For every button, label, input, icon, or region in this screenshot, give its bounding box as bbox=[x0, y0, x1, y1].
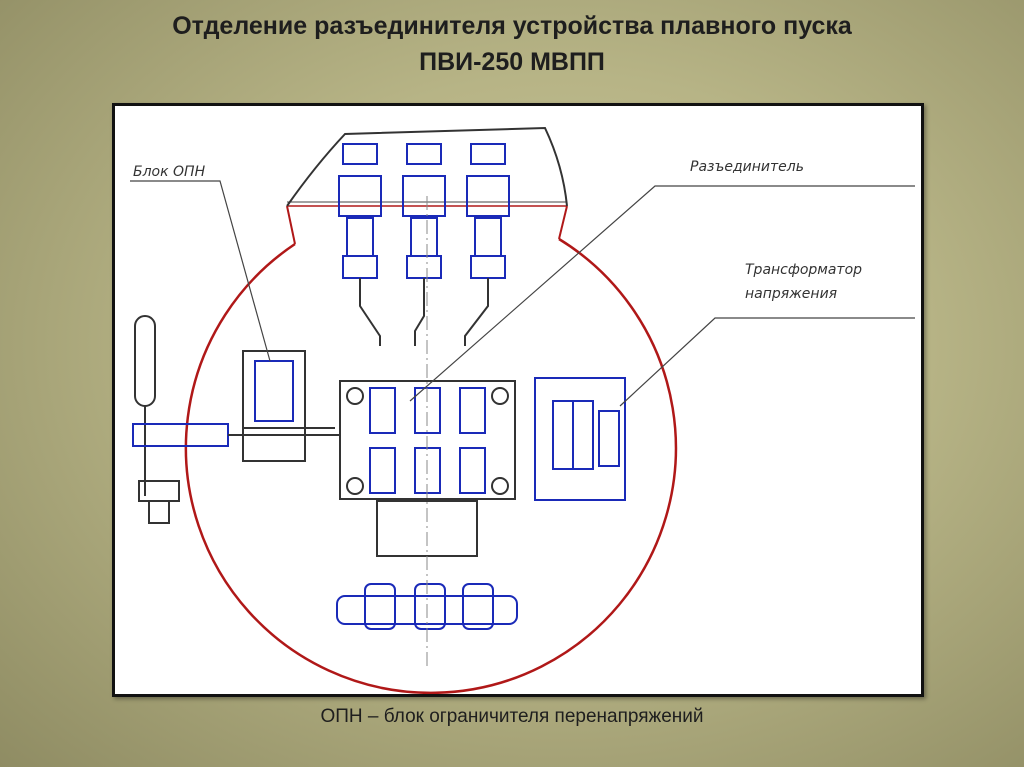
opn-block bbox=[242, 350, 335, 462]
bushing-3 bbox=[466, 143, 510, 279]
diagram-frame: Блок ОПН Разъединитель Трансформатор нап… bbox=[112, 103, 924, 697]
label-transformer-line2: напряжения bbox=[745, 286, 837, 302]
disconnector-drawing: Блок ОПН Разъединитель Трансформатор нап… bbox=[130, 126, 915, 694]
voltage-transformer bbox=[534, 377, 626, 501]
operating-handle bbox=[132, 315, 340, 524]
label-disconnector: Разъединитель bbox=[690, 159, 804, 175]
label-opn-block: Блок ОПН bbox=[133, 164, 206, 180]
slide-title: Отделение разъединителя устройства плавн… bbox=[0, 8, 1024, 80]
top-hood bbox=[286, 126, 568, 207]
slide-title-line1: Отделение разъединителя устройства плавн… bbox=[172, 12, 852, 40]
slide-title-line2: ПВИ-250 МВПП bbox=[419, 48, 605, 76]
casing-outline bbox=[184, 237, 678, 694]
casing-edge-right bbox=[558, 205, 568, 240]
slide-caption: ОПН – блок ограничителя перенапряжений bbox=[320, 706, 704, 727]
bus-conductors bbox=[359, 278, 489, 346]
casing-edge-left bbox=[286, 205, 296, 245]
disconnector-body bbox=[339, 380, 516, 557]
label-transformer-line1: Трансформатор bbox=[745, 262, 862, 278]
bushing-1 bbox=[338, 143, 382, 279]
bushing-2 bbox=[402, 143, 446, 279]
leader-lines bbox=[130, 180, 915, 407]
